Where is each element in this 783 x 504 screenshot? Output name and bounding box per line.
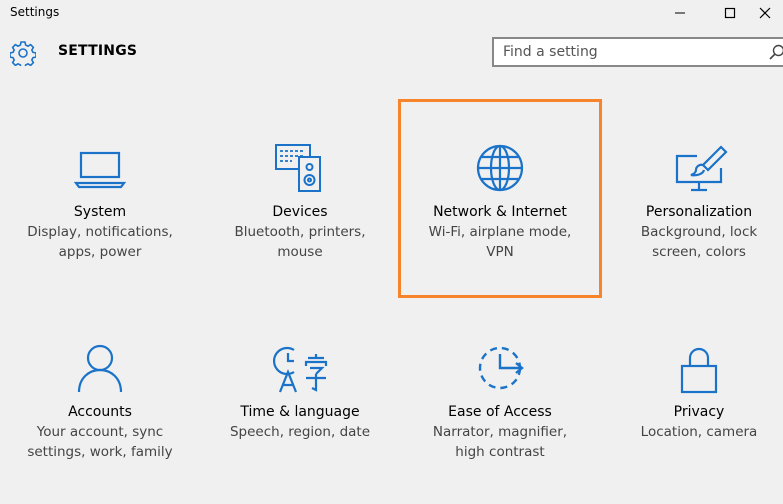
- lock-icon: [680, 347, 718, 394]
- search-box[interactable]: [492, 37, 783, 67]
- maximize-icon: [724, 7, 736, 19]
- person-icon: [77, 344, 123, 393]
- personalization-icon: [675, 145, 728, 192]
- category-label: Network & Internet: [433, 204, 567, 220]
- category-description: Bluetooth, printers, mouse: [234, 224, 366, 260]
- category-label: Privacy: [673, 404, 725, 420]
- minimize-button[interactable]: [657, 0, 703, 26]
- window-title: Settings: [10, 5, 60, 19]
- maximize-button[interactable]: [707, 0, 753, 26]
- category-description: Display, notifications, apps, power: [27, 224, 173, 260]
- devices-icon: [275, 144, 321, 192]
- gear-icon: [10, 41, 36, 66]
- category-label: Personalization: [645, 204, 753, 220]
- search-icon[interactable]: [769, 44, 783, 60]
- category-description: Narrator, magnifier, high contrast: [432, 424, 568, 460]
- highlight-frame: [398, 99, 602, 298]
- search-input[interactable]: [494, 39, 773, 65]
- category-description: Location, camera: [640, 424, 758, 440]
- ease-of-access-icon: [478, 346, 524, 390]
- header: SETTINGS: [0, 34, 783, 74]
- category-description: Background, lock screen, colors: [640, 224, 758, 260]
- globe-icon: [476, 144, 524, 192]
- category-label: Accounts: [68, 404, 132, 420]
- laptop-icon: [73, 151, 127, 189]
- title-bar: Settings: [0, 0, 783, 26]
- time-language-icon: [273, 346, 328, 393]
- page-title: SETTINGS: [58, 43, 138, 59]
- category-description: Wi-Fi, airplane mode, VPN: [428, 224, 572, 260]
- close-button[interactable]: [742, 0, 783, 26]
- category-description: Speech, region, date: [229, 424, 371, 440]
- category-label: Devices: [272, 204, 328, 220]
- category-label: Ease of Access: [448, 404, 552, 420]
- close-icon: [759, 7, 771, 19]
- category-label: System: [73, 204, 127, 220]
- category-description: Your account, sync settings, work, famil…: [27, 424, 173, 460]
- category-label: Time & language: [240, 404, 360, 420]
- minimize-icon: [675, 12, 685, 14]
